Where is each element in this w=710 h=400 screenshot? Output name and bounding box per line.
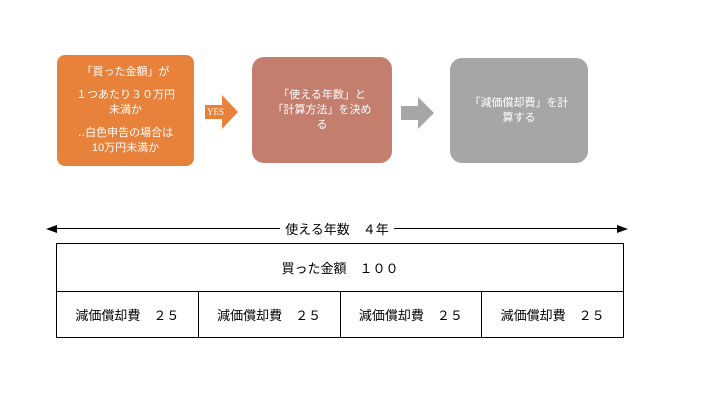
flow-step-decide-years-method: 「使える年数」と 「計算方法」を決め る — [252, 57, 392, 163]
depreciation-table: 買った金額 １００ 減価償却費 ２５ 減価償却費 ２５ 減価償却費 ２５ 減価償… — [56, 243, 624, 338]
usable-years-label: 使える年数 ４年 — [285, 222, 389, 237]
text-line: ‥白色申告の場合は — [77, 127, 174, 139]
text-line: 10万円未満か — [91, 142, 160, 154]
next-arrow-icon — [401, 96, 435, 130]
text-line: 算する — [502, 111, 536, 124]
depreciation-cell-label: 減価償却費 ２５ — [500, 308, 605, 323]
flow-step-purchase-amount-condition: 「買った金額」が １つあたり３０万円 未満か ‥白色申告の場合は 10万円未満か — [57, 55, 194, 166]
text-paragraph: 「買った金額」が — [82, 65, 170, 80]
text-line: 「買った金額」が — [81, 66, 170, 78]
depreciation-cell-label: 減価償却費 ２５ — [217, 308, 322, 323]
text-line: 未満か — [109, 104, 142, 116]
arrowhead-left-icon — [46, 224, 57, 233]
arrow-shape — [205, 95, 238, 129]
text-line: 「計算方法」を決め — [272, 103, 372, 116]
usable-years-span-arrow: 使える年数 ４年 — [46, 221, 628, 237]
depreciation-cell: 減価償却費 ２５ — [57, 292, 199, 337]
purchase-amount-row: 買った金額 １００ — [57, 244, 623, 292]
arrow-shape — [401, 97, 434, 129]
yes-arrow-label: YES — [206, 107, 224, 117]
depreciation-cell: 減価償却費 ２５ — [482, 292, 623, 337]
depreciation-cell: 減価償却費 ２５ — [341, 292, 483, 337]
text-line: 「使える年数」と — [278, 88, 366, 101]
arrowhead-right-icon — [617, 224, 628, 233]
depreciation-cell: 減価償却費 ２５ — [199, 292, 341, 337]
text-line: る — [316, 118, 328, 131]
purchase-amount-label: 買った金額 １００ — [281, 261, 399, 276]
text-line: 「減価償却費」を計 — [469, 96, 569, 109]
depreciation-cell-label: 減価償却費 ２５ — [358, 308, 463, 323]
arrow-line — [57, 227, 281, 230]
right-block-arrow-icon — [205, 95, 238, 129]
text-paragraph: １つあたり３０万円 未満か — [76, 88, 175, 118]
arrow-line — [393, 227, 617, 230]
text-line: １つあたり３０万円 — [76, 89, 175, 101]
depreciation-cells-row: 減価償却費 ２５ 減価償却費 ２５ 減価償却費 ２５ 減価償却費 ２５ — [57, 292, 623, 337]
right-block-arrow-icon — [401, 97, 434, 129]
yes-arrow-icon: YES — [205, 94, 239, 130]
depreciation-cell-label: 減価償却費 ２５ — [75, 308, 180, 323]
text-paragraph: ‥白色申告の場合は 10万円未満か — [78, 126, 173, 156]
flow-step-calculate-depreciation: 「減価償却費」を計 算する — [450, 58, 588, 163]
